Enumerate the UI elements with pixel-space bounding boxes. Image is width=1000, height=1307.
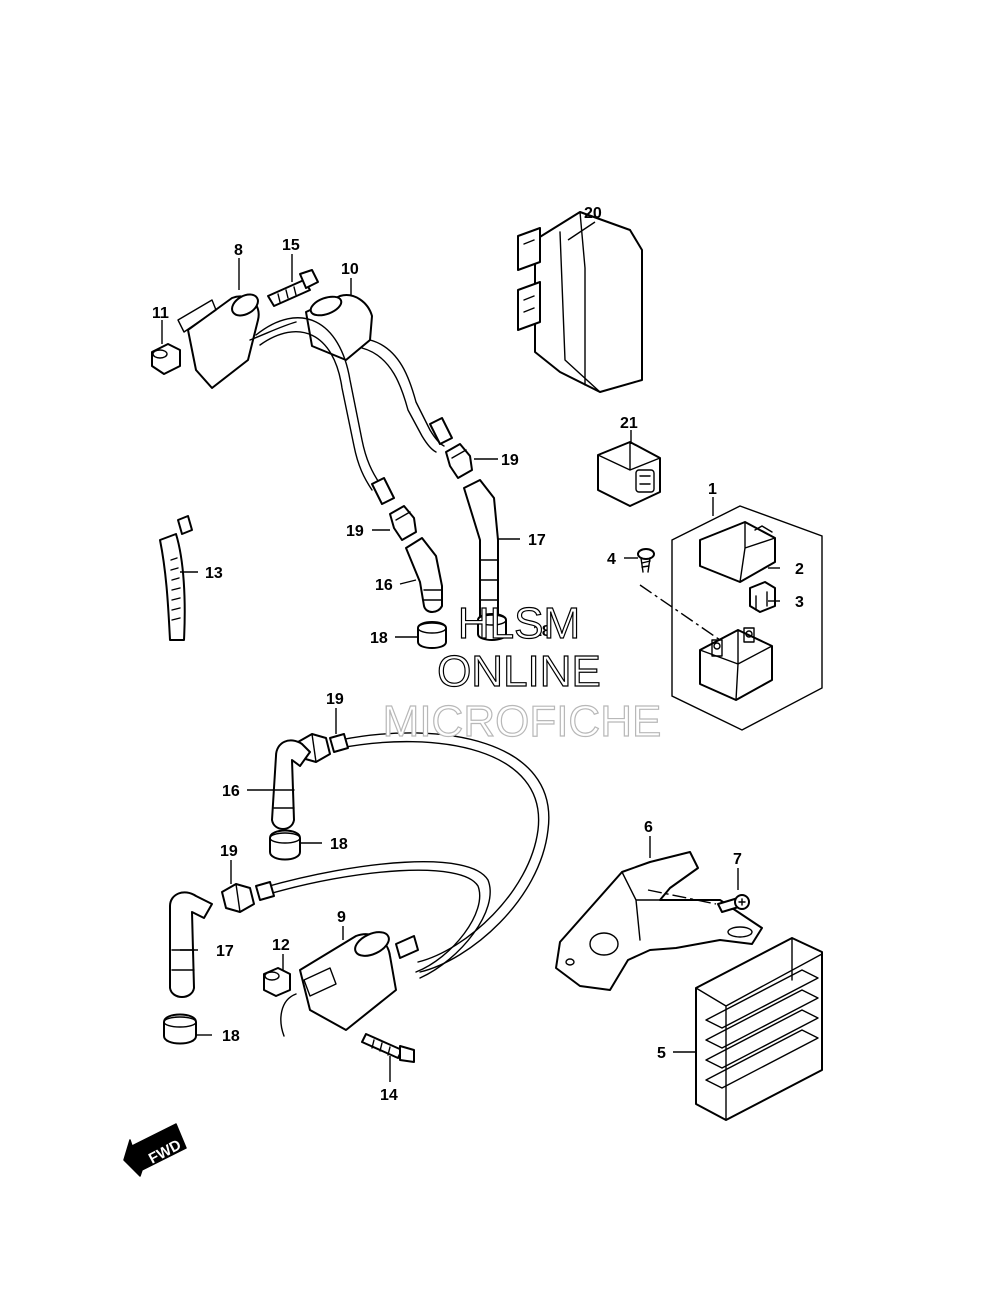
part-16-plug-cap-lower[interactable] <box>271 739 311 830</box>
part-15-bolt[interactable] <box>267 269 319 307</box>
callout-18a: 18 <box>370 630 388 647</box>
watermark-line-2: ONLINE <box>437 647 601 696</box>
callout-18c: 18 <box>330 836 348 853</box>
part-12-collar[interactable] <box>263 967 291 997</box>
part-18-seal-lower-top[interactable] <box>269 829 301 861</box>
part-11-collar[interactable] <box>151 343 181 375</box>
assembly-line-bracket <box>647 889 717 905</box>
callout-9: 9 <box>337 909 346 926</box>
callout-2: 2 <box>795 561 804 578</box>
callout-18b: 18 <box>533 623 551 640</box>
callout-4: 4 <box>607 551 616 568</box>
part-18-seal-upper-right[interactable] <box>477 613 507 641</box>
part-9-ignition-coil[interactable] <box>280 927 419 1037</box>
part-14-bolt[interactable] <box>361 1033 415 1063</box>
part-2-relay-cover[interactable] <box>699 521 776 583</box>
part-13-cable-tie[interactable] <box>159 515 193 641</box>
callout-19b: 19 <box>346 523 364 540</box>
part-8-ignition-coil[interactable] <box>177 290 297 389</box>
callout-labels: 20 21 1 2 3 4 8 15 10 11 19 19 17 16 18 … <box>152 205 804 1104</box>
callout-11: 11 <box>152 305 169 322</box>
callout-19d: 19 <box>220 843 238 860</box>
callout-5: 5 <box>657 1045 666 1062</box>
part-19-cap-lower-bottom[interactable] <box>221 883 255 913</box>
lower-ht-leads <box>255 732 550 979</box>
part-1-relay-body[interactable] <box>699 627 773 701</box>
part-21-relay[interactable] <box>597 441 661 507</box>
callout-16b: 16 <box>222 783 240 800</box>
callout-14: 14 <box>380 1087 398 1104</box>
part-10-ignition-coil[interactable] <box>305 293 373 361</box>
part-16-plug-cap-upper[interactable] <box>405 537 443 613</box>
callout-12: 12 <box>272 937 290 954</box>
part-18-seal-upper-left[interactable] <box>417 621 447 649</box>
callout-15: 15 <box>282 237 300 254</box>
callout-17a: 17 <box>528 532 546 549</box>
callout-18d: 18 <box>222 1028 240 1045</box>
part-7-screw[interactable] <box>717 894 750 913</box>
callout-10: 10 <box>341 261 359 278</box>
part-20-control-unit[interactable] <box>517 211 643 393</box>
callout-21: 21 <box>620 415 638 432</box>
callout-20: 20 <box>584 205 602 222</box>
part-19-cap-upper-left[interactable] <box>389 505 417 541</box>
part-17-plug-cap-lower[interactable] <box>169 891 213 998</box>
callout-3: 3 <box>795 594 804 611</box>
callout-6: 6 <box>644 819 653 836</box>
callout-16a: 16 <box>375 577 393 594</box>
callout-17b: 17 <box>216 943 234 960</box>
part-6-bracket[interactable] <box>555 851 763 991</box>
assembly-line-relay <box>639 584 721 641</box>
part-4-screw[interactable] <box>637 548 655 573</box>
part-3-fuse[interactable] <box>749 581 776 613</box>
part-18-seal-lower-bottom[interactable] <box>163 1013 197 1045</box>
upper-ht-leads <box>255 317 453 505</box>
leader-lines <box>161 221 780 1082</box>
callout-1: 1 <box>708 481 717 498</box>
part-1-starter-relay-frame[interactable] <box>671 505 823 731</box>
watermark: HLSM ONLINE MICROFICHE <box>382 598 662 746</box>
part-5-regulator[interactable] <box>695 937 823 1121</box>
callout-13: 13 <box>205 565 223 582</box>
callout-19a: 19 <box>501 452 519 469</box>
watermark-line-3: MICROFICHE <box>383 697 662 746</box>
callout-7: 7 <box>733 851 742 868</box>
callout-8: 8 <box>234 242 243 259</box>
fwd-direction-arrow: FWD <box>123 1123 187 1177</box>
watermark-line-1: HLSM <box>458 599 580 648</box>
callout-19c: 19 <box>326 691 344 708</box>
part-19-cap-upper-right[interactable] <box>445 443 473 479</box>
